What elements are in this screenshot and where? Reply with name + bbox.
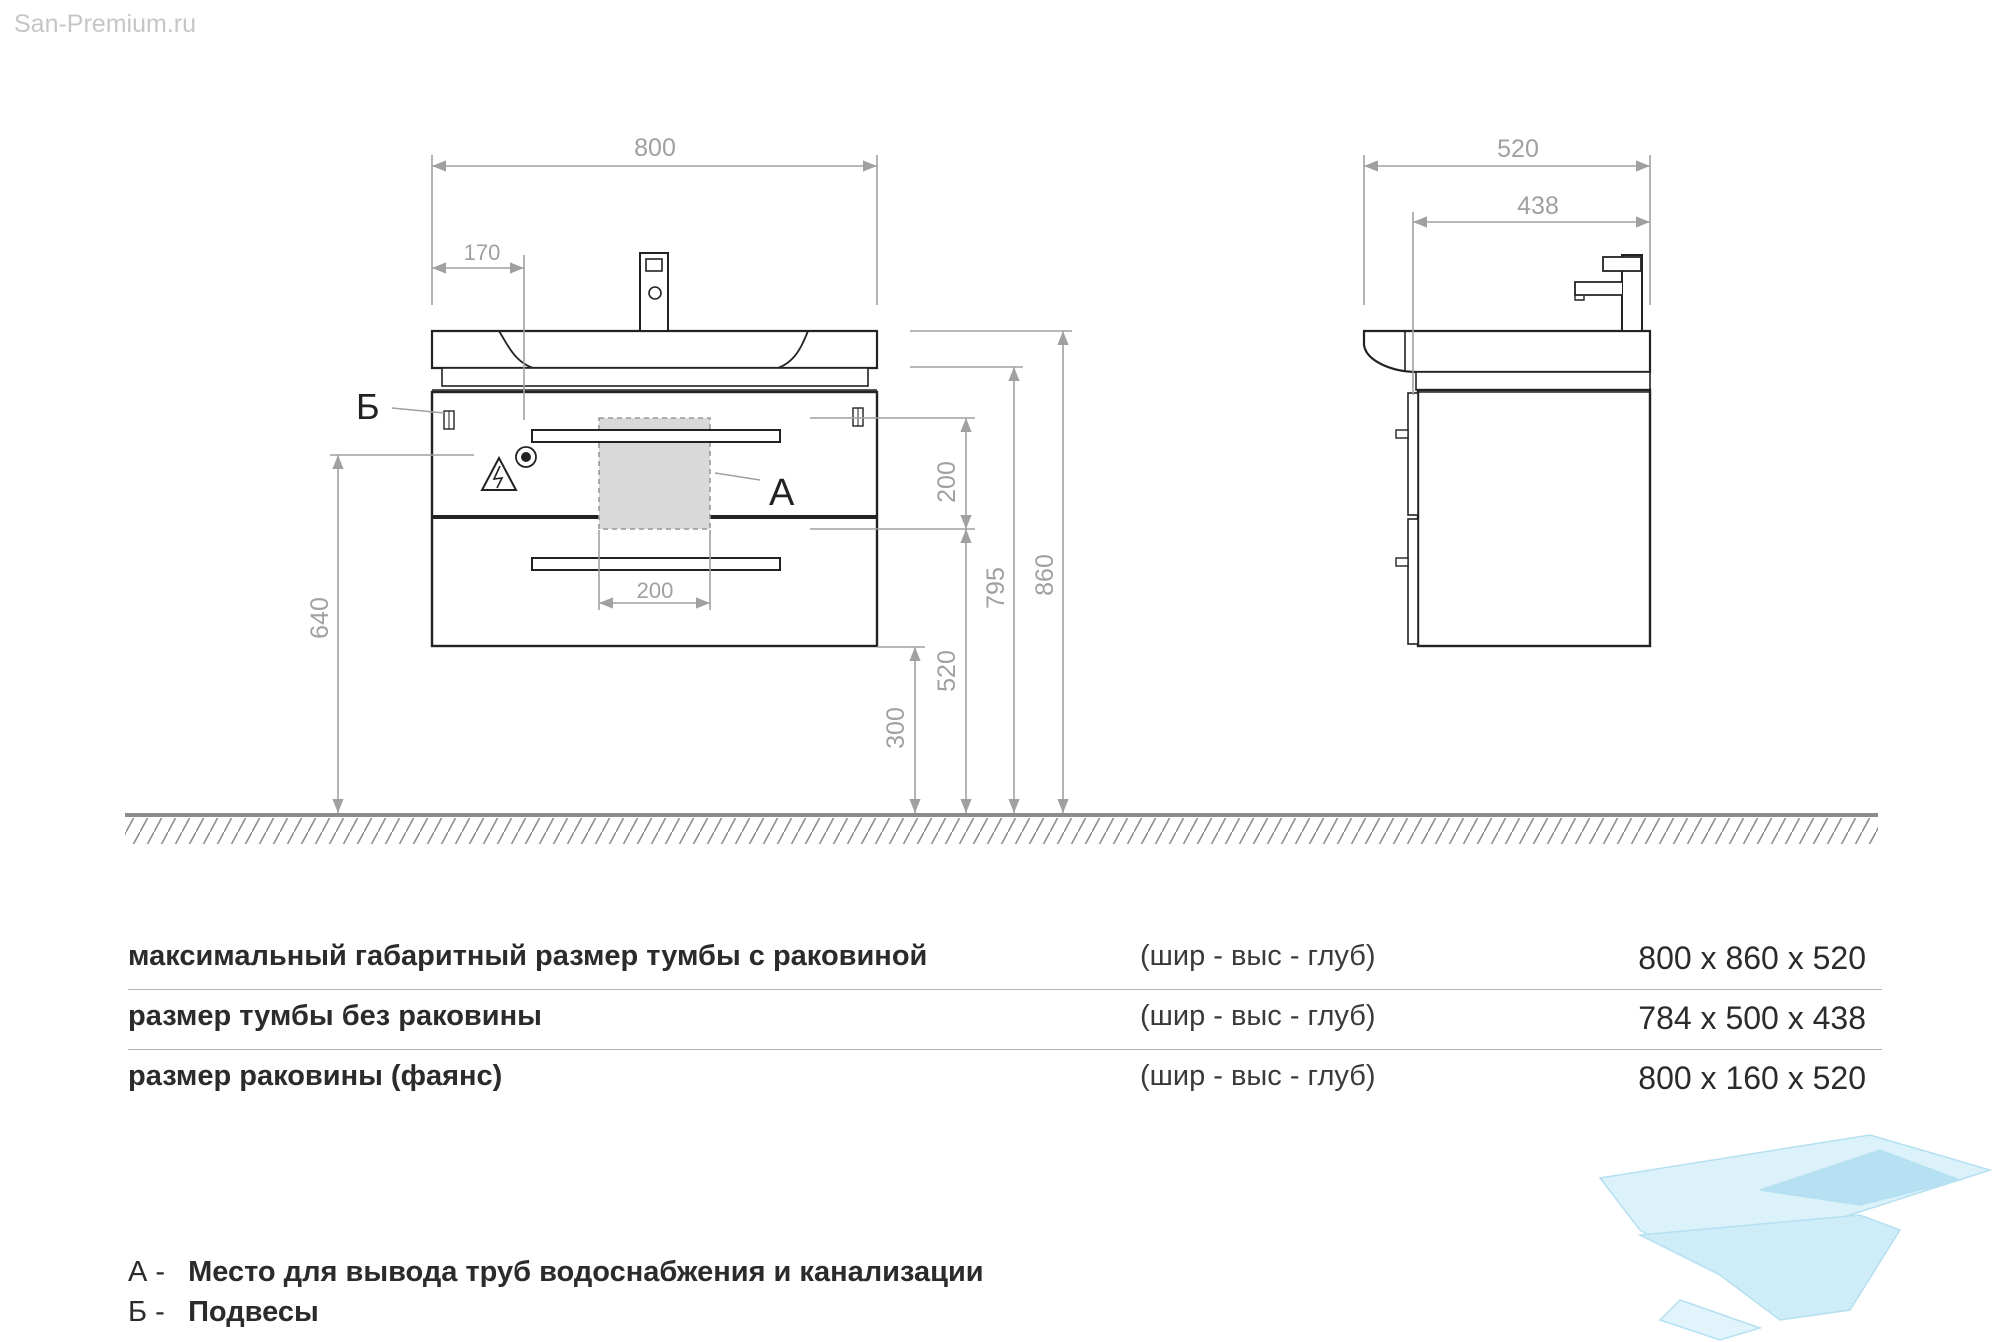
socket-icon	[515, 446, 537, 468]
spec-row-sink-size: размер раковины (фаянс) (шир - выс - глу…	[128, 1050, 1882, 1109]
dimension-lines	[330, 155, 1651, 813]
legend-key: Б -	[128, 1296, 165, 1328]
dim-mount-height: 640	[306, 597, 334, 639]
legend-item-a: А - Место для вывода труб водоснабжения …	[128, 1256, 984, 1296]
spec-value: 784 x 500 x 438	[1638, 1000, 1866, 1036]
spec-unit: (шир - выс - глуб)	[1140, 1000, 1376, 1032]
marker-a: А	[769, 472, 795, 514]
sink-lower-rim	[441, 367, 869, 387]
spec-value: 800 x 860 x 520	[1638, 940, 1866, 976]
dim-sink-offset: 170	[464, 240, 501, 265]
spec-name: размер раковины (фаянс)	[128, 1060, 503, 1092]
dim-total-height: 860	[1031, 554, 1059, 596]
spec-unit: (шир - выс - глуб)	[1140, 940, 1376, 972]
legend-item-b: Б - Подвесы	[128, 1296, 984, 1336]
spec-name: максимальный габаритный размер тумбы с р…	[128, 940, 928, 972]
drawer-front-side-bottom	[1407, 518, 1419, 645]
dim-drawer-height: 200	[933, 461, 961, 503]
legend-text: Подвесы	[188, 1296, 319, 1328]
spec-name: размер тумбы без раковины	[128, 1000, 542, 1032]
spec-unit: (шир - выс - глуб)	[1140, 1060, 1376, 1092]
legend: А - Место для вывода труб водоснабжения …	[128, 1256, 984, 1336]
spec-row-cabinet-size: размер тумбы без раковины (шир - выс - г…	[128, 990, 1882, 1050]
cabinet-side	[1416, 388, 1652, 648]
dim-depth-total: 520	[1497, 135, 1539, 163]
dim-bottom-clearance: 300	[882, 707, 910, 749]
brand-logo	[1598, 1134, 1993, 1341]
floor	[125, 813, 1878, 844]
top-drawer-handle	[531, 429, 781, 443]
faucet-front	[639, 252, 669, 332]
sink-front	[430, 329, 879, 370]
legend-key: А -	[128, 1256, 166, 1288]
dim-cabinet-top: 520	[933, 650, 961, 692]
legend-text: Место для вывода труб водоснабжения и ка…	[188, 1256, 984, 1288]
spec-table: максимальный габаритный размер тумбы с р…	[128, 930, 1882, 1109]
bottom-drawer-handle	[531, 557, 781, 571]
faucet-side	[1574, 254, 1643, 332]
spec-row-max-size: максимальный габаритный размер тумбы с р…	[128, 930, 1882, 990]
watermark: San-Premium.ru	[14, 10, 196, 38]
dim-width: 800	[634, 134, 676, 162]
sink-side	[1362, 329, 1652, 374]
dim-handle-width: 200	[637, 578, 674, 603]
drawer-front-side-top	[1407, 392, 1419, 516]
marker-b: Б	[356, 386, 380, 427]
side-view	[1362, 254, 1652, 648]
dim-cabinet-body-top: 795	[982, 567, 1010, 609]
electric-warning-icon	[480, 455, 518, 491]
dim-depth-cabinet: 438	[1517, 192, 1559, 220]
spec-value: 800 x 160 x 520	[1638, 1060, 1866, 1096]
